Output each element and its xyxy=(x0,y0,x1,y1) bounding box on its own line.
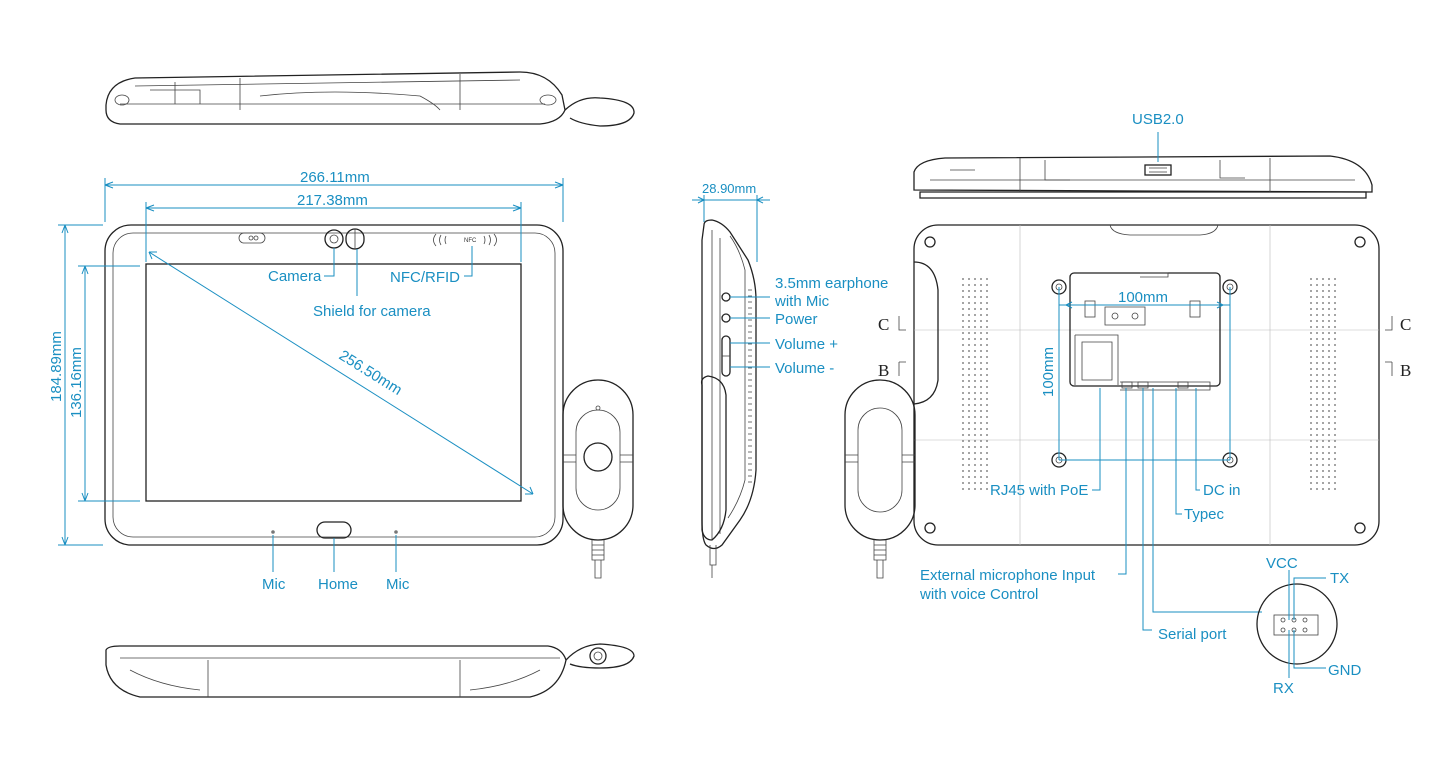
height-dimension: 184.89mm xyxy=(48,331,65,402)
speaker-grille-right xyxy=(1306,278,1336,492)
volume-up-callout: Volume + xyxy=(775,336,838,353)
volume-down-callout: Volume - xyxy=(775,360,834,377)
power-button[interactable] xyxy=(721,313,731,323)
width-dimension: 266.11mm xyxy=(300,169,370,186)
power-callout: Power xyxy=(775,311,818,328)
top-view xyxy=(105,71,635,127)
earphone-callout-line2: with Mic xyxy=(774,293,830,310)
serial-callout: Serial port xyxy=(1158,626,1227,643)
vesa-horizontal-dimension: 100mm xyxy=(1118,289,1168,306)
sensor-icon xyxy=(238,232,266,244)
speaker-grille-left xyxy=(958,278,988,492)
ext-mic-callout-line2: with voice Control xyxy=(919,586,1038,603)
mic-right-icon xyxy=(394,530,398,534)
earphone-jack-icon xyxy=(721,292,731,302)
rear-top-view: USB2.0 xyxy=(913,111,1373,199)
mic-left-callout: Mic xyxy=(262,576,286,593)
nfc-callout: NFC/RFID xyxy=(390,269,460,286)
ext-mic-callout-line1: External microphone Input xyxy=(920,567,1096,584)
external-mic-pod-rear xyxy=(844,379,916,579)
rear-view: 100mm 100mm C C B B RJ45 with PoE DC in … xyxy=(844,224,1411,697)
nfc-icon: NFC xyxy=(433,233,497,247)
nfc-mark: NFC xyxy=(464,238,477,244)
section-c-right: C xyxy=(1400,315,1411,334)
bottom-view xyxy=(105,643,635,698)
front-view: NFC 266.11mm 217.38mm 184.89mm 136.16mm … xyxy=(48,169,634,593)
tx-pin-label: TX xyxy=(1330,570,1349,587)
shield-callout: Shield for camera xyxy=(313,303,431,320)
typec-callout: Typec xyxy=(1184,506,1225,523)
vcc-pin-label: VCC xyxy=(1266,555,1298,572)
vesa-holes xyxy=(1051,279,1238,468)
section-c-left: C xyxy=(878,315,889,334)
section-b-left: B xyxy=(878,361,889,380)
rx-pin-label: RX xyxy=(1273,680,1294,697)
typec-port-icon xyxy=(1137,381,1149,389)
section-b-right: B xyxy=(1400,361,1411,380)
side-view: 28.90mm 3.5mm earphone with Mic Power Vo… xyxy=(692,181,888,578)
home-callout: Home xyxy=(318,576,358,593)
gnd-pin-label: GND xyxy=(1328,662,1362,679)
usb-callout: USB2.0 xyxy=(1132,111,1184,128)
display-width-dimension: 217.38mm xyxy=(297,192,368,209)
external-mic-pod xyxy=(562,379,634,579)
serial-port-detail: VCC TX GND RX xyxy=(1256,555,1362,697)
mic-right-callout: Mic xyxy=(386,576,410,593)
mic-left-icon xyxy=(271,530,275,534)
usb-port-icon xyxy=(1144,164,1172,176)
display-height-dimension: 136.16mm xyxy=(68,347,85,418)
camera-callout: Camera xyxy=(268,268,322,285)
earphone-callout-line1: 3.5mm earphone xyxy=(775,275,888,292)
dc-port-icon xyxy=(1177,381,1189,389)
rj45-port-icon xyxy=(1121,381,1133,389)
rj45-callout: RJ45 with PoE xyxy=(990,482,1088,499)
thickness-dimension: 28.90mm xyxy=(702,181,756,196)
vesa-vertical-dimension: 100mm xyxy=(1040,347,1057,397)
home-button[interactable] xyxy=(316,521,352,539)
dc-in-callout: DC in xyxy=(1203,482,1241,499)
